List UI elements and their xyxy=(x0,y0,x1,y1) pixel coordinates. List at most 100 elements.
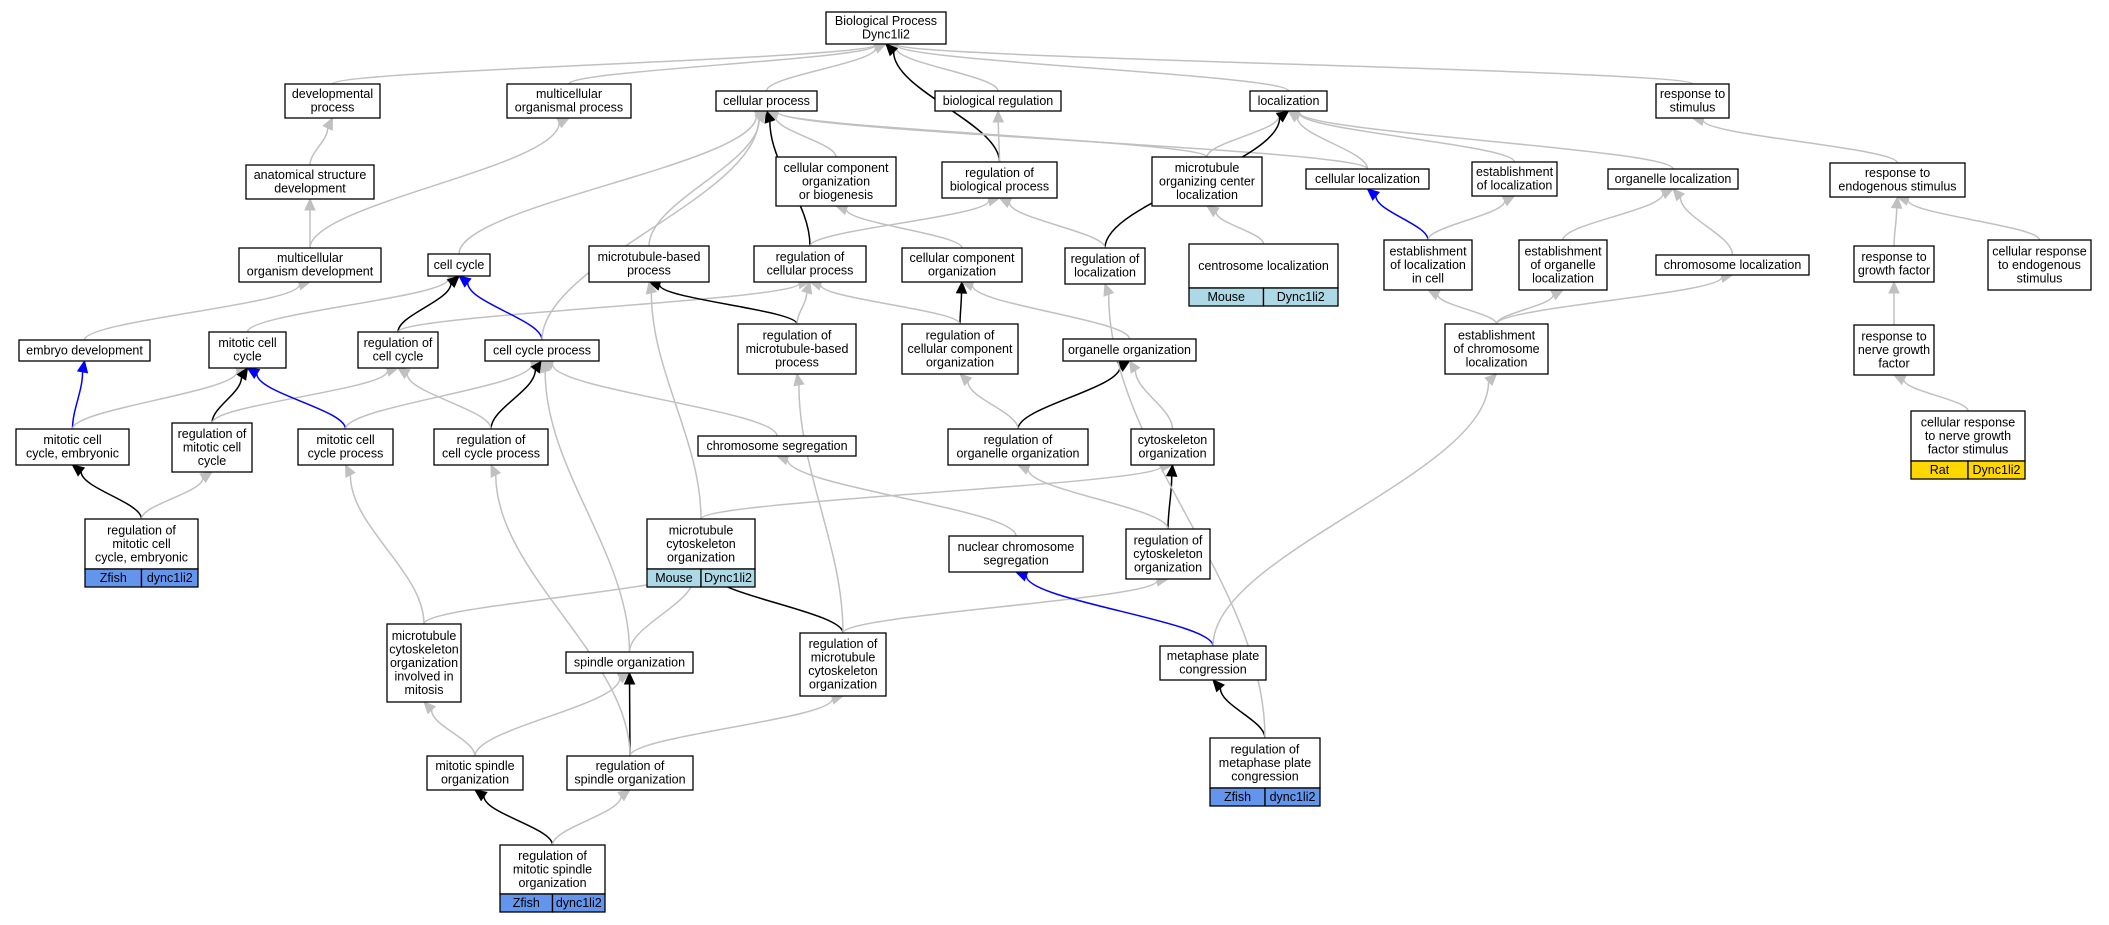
edge-arrowhead xyxy=(344,463,356,478)
go-term-node[interactable]: microtubulecytoskeletonorganizationMouse… xyxy=(646,518,756,588)
node-label: mitotic cell xyxy=(316,433,374,447)
node-label: mitotic cell xyxy=(183,440,241,454)
node-label: organization xyxy=(667,550,735,564)
node-box xyxy=(901,323,1019,375)
node-box xyxy=(1518,239,1608,291)
node-box xyxy=(901,247,1023,283)
node-box xyxy=(1064,247,1146,285)
node-label: organizing center xyxy=(1159,174,1255,188)
node-label: localization xyxy=(1258,94,1320,108)
relation-edge xyxy=(397,275,460,333)
go-term-node[interactable]: embryo development xyxy=(18,339,151,362)
go-term-node[interactable]: localization xyxy=(1249,90,1328,112)
node-label: regulation of xyxy=(1231,742,1300,756)
go-term-node[interactable]: microtubulecytoskeletonorganizationinvol… xyxy=(386,623,462,703)
node-label: establishment xyxy=(1524,244,1602,258)
edge-line xyxy=(1907,199,2041,241)
edge-line xyxy=(1134,370,1174,430)
relation-edge xyxy=(474,672,631,757)
go-term-node[interactable]: cellular localization xyxy=(1305,168,1430,190)
edge-line xyxy=(629,698,834,757)
node-label: or biogenesis xyxy=(799,188,873,202)
edge-line xyxy=(765,47,877,92)
go-term-node[interactable]: spindle organization xyxy=(565,651,694,674)
relation-edge xyxy=(1896,194,2041,241)
edge-line xyxy=(211,370,389,424)
edge-line xyxy=(774,116,837,158)
go-term-node[interactable]: chromosome localization xyxy=(1655,254,1810,276)
relation-edge xyxy=(629,693,845,757)
node-label: centrosome localization xyxy=(1198,259,1329,273)
go-term-node[interactable]: biological regulation xyxy=(934,90,1062,112)
relation-edge xyxy=(796,280,813,325)
node-label: multicellular xyxy=(277,251,343,265)
edge-line xyxy=(1679,197,1734,256)
node-label: regulation of xyxy=(457,433,526,447)
node-box xyxy=(506,83,632,119)
go-term-node[interactable]: chromosome segregation xyxy=(697,435,857,457)
go-term-node[interactable]: cell cycle process xyxy=(484,339,600,362)
relation-edge xyxy=(842,575,1170,634)
node-label: process xyxy=(627,264,671,278)
node-label: regulation of xyxy=(763,328,832,342)
go-term-node[interactable]: organelle localization xyxy=(1607,168,1739,190)
node-label: factor stimulus xyxy=(1928,442,2009,456)
go-term-node[interactable]: cell cycle xyxy=(427,253,491,277)
relation-edge xyxy=(71,359,89,430)
go-term-node[interactable]: organelle organization xyxy=(1062,338,1197,362)
go-term-node[interactable]: cellular process xyxy=(715,90,818,112)
node-label: cellular response xyxy=(1921,415,2016,429)
relation-edge xyxy=(211,366,249,424)
node-label: endogenous stimulus xyxy=(1838,180,1956,194)
edge-arrowhead xyxy=(1016,464,1031,475)
edge-line xyxy=(896,43,1694,85)
go-term-node[interactable]: regulation ofmicrotubulecytoskeletonorga… xyxy=(799,632,887,697)
node-box xyxy=(84,518,199,570)
edge-line xyxy=(490,369,537,430)
relation-edge xyxy=(1495,289,1565,325)
